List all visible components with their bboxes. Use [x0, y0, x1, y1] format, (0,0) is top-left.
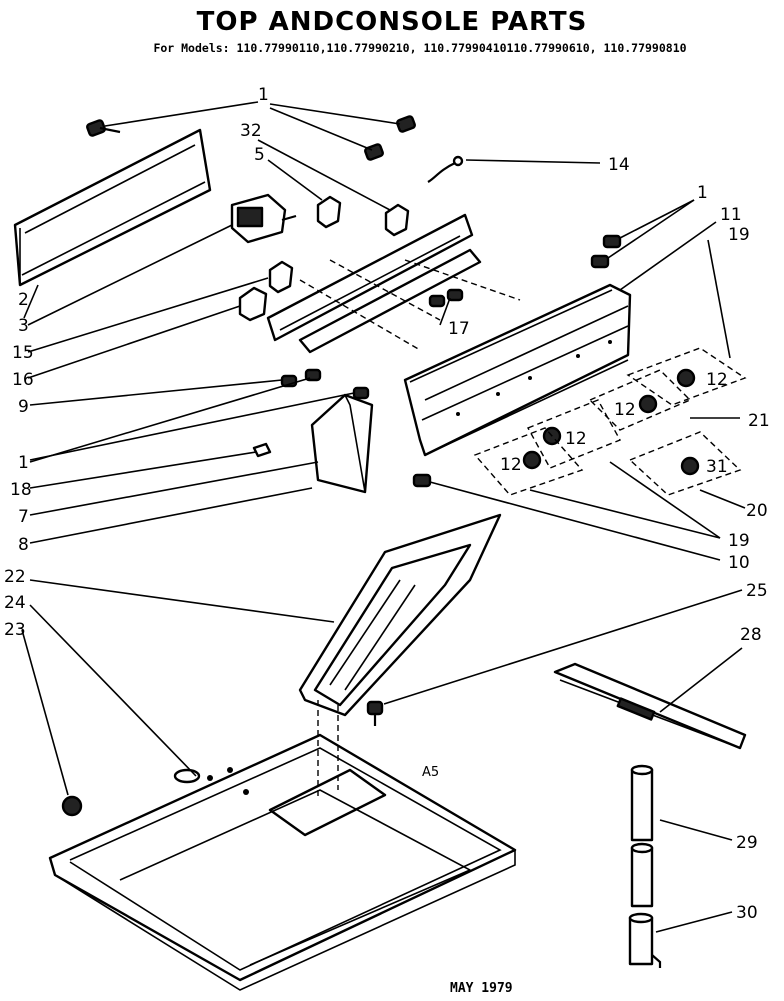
callout-3: 3 [18, 316, 29, 336]
knob-plate-12-b [588, 369, 692, 431]
callout-14: 14 [608, 155, 630, 175]
part-5-clip [316, 195, 342, 229]
screw-icon [412, 473, 432, 488]
callout-19-top: 19 [728, 225, 750, 245]
callout-12-d: 12 [500, 455, 522, 475]
callout-9: 9 [18, 397, 29, 417]
leader-lines [21, 101, 746, 933]
part-29-rod-lower [630, 842, 654, 908]
part-24-top-panel [48, 700, 517, 991]
part-3-switch-block [230, 193, 297, 244]
part-18-nut [252, 442, 272, 458]
callout-1-right: 1 [697, 183, 708, 203]
callout-labels: 1 32 5 14 1 11 19 2 3 15 16 17 9 1 18 7 … [4, 85, 770, 923]
models-line: For Models: 110.77990110,110.77990210, 1… [153, 41, 686, 55]
page-title: TOP ANDCONSOLE PARTS [197, 7, 588, 37]
screw-icon [428, 294, 446, 308]
screw-icon [590, 254, 610, 269]
part-28-hinge-bracket [553, 662, 747, 750]
callout-25: 25 [746, 581, 768, 601]
callout-18: 18 [10, 480, 32, 500]
part-11-console-channel [403, 283, 632, 457]
screw-icon [446, 288, 464, 302]
screw-icon [364, 143, 384, 161]
part-16-bracket [238, 286, 268, 322]
part-30-hinge-base [628, 912, 662, 968]
callout-32: 32 [240, 121, 262, 141]
knob-plate-12-d [473, 427, 584, 496]
callout-21: 21 [748, 411, 770, 431]
callout-22: 22 [4, 567, 26, 587]
callout-12-c: 12 [565, 429, 587, 449]
callout-2: 2 [18, 290, 29, 310]
part-8-end-cap [310, 393, 374, 494]
screw-icon [86, 119, 121, 137]
callout-5: 5 [254, 145, 265, 165]
callout-1-left: 1 [18, 453, 29, 473]
knob-plate-12-a [626, 347, 747, 406]
part-15-bracket [268, 260, 294, 294]
callout-16: 16 [12, 370, 34, 390]
callout-23: 23 [4, 620, 26, 640]
callout-17: 17 [448, 319, 470, 339]
knob-plate-31 [628, 431, 742, 496]
corner-code: A5 [422, 765, 439, 780]
screw-icon [366, 700, 384, 726]
callout-30: 30 [736, 903, 758, 923]
callout-7: 7 [18, 507, 29, 527]
callout-31: 31 [706, 457, 728, 477]
part-23-bumper [61, 795, 83, 817]
part-32-clip [384, 203, 410, 237]
screw-icon [352, 386, 370, 400]
screw-icon [602, 234, 622, 249]
callout-28: 28 [740, 625, 762, 645]
part-14-wire [427, 155, 464, 183]
callout-20: 20 [746, 501, 768, 521]
callout-12-b: 12 [614, 400, 636, 420]
screw-icon [396, 115, 416, 133]
callout-12-a: 12 [706, 370, 728, 390]
console-bracket [266, 213, 521, 354]
callout-19-bottom: 19 [728, 531, 750, 551]
callout-29: 29 [736, 833, 758, 853]
part-2-rear-panel [13, 128, 212, 287]
part-29-rod-upper [630, 764, 654, 842]
callout-11: 11 [720, 205, 742, 225]
part-22-lid [298, 513, 502, 717]
callout-15: 15 [12, 343, 34, 363]
date-stamp: MAY 1979 [450, 981, 513, 996]
callout-1-top: 1 [258, 85, 269, 105]
callout-8: 8 [18, 535, 29, 555]
callout-24: 24 [4, 593, 26, 613]
callout-10: 10 [728, 553, 750, 573]
